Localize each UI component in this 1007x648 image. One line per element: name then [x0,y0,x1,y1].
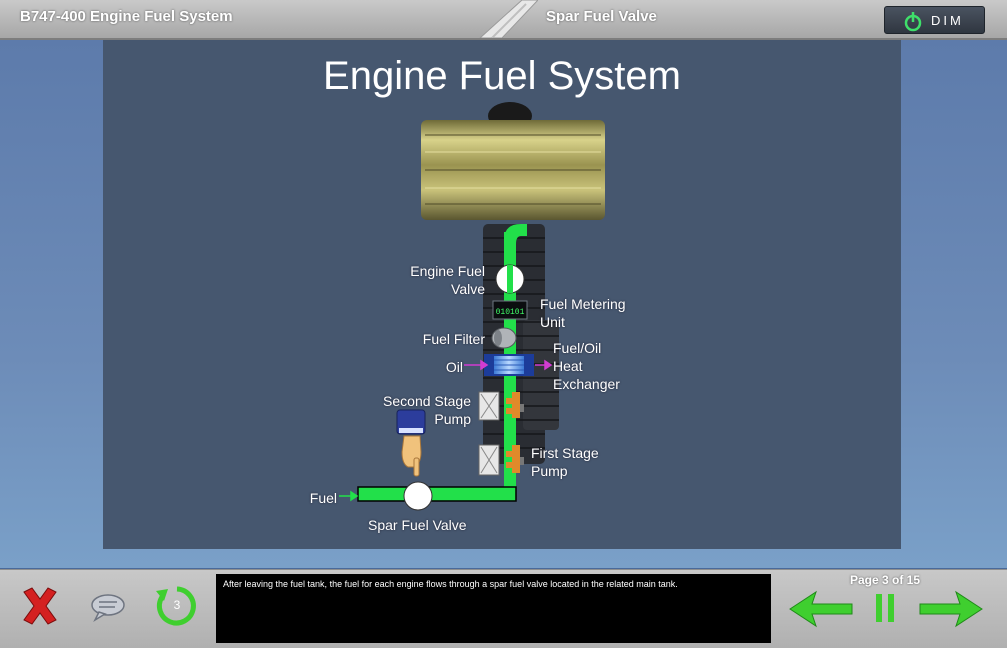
dim-button[interactable]: DIM [884,6,985,34]
engine-fan-case [421,120,605,220]
label-line: Second Stage [383,393,471,409]
dim-label: DIM [931,13,964,28]
plane-tail-icon [479,0,538,38]
page-name: Spar Fuel Valve [546,8,657,25]
label-first-stage-pump: First Stage Pump [531,444,631,480]
close-icon[interactable] [20,586,60,626]
label-line: Fuel Metering [540,296,626,312]
pause-icon[interactable] [874,592,896,624]
label-line: Valve [451,281,485,297]
narration-caption: After leaving the fuel tank, the fuel fo… [223,579,678,589]
header-bar: B747-400 Engine Fuel System Spar Fuel Va… [0,0,1007,40]
fuel-metering-unit-icon: 010101 [492,300,528,320]
heat-exchanger-icon [484,354,534,376]
power-icon [904,12,922,32]
forward-arrow-icon[interactable] [918,590,984,628]
fuel-line [358,224,527,501]
engine-fuel-diagram: 010101 [339,102,605,511]
control-bar: 3 After leaving the fuel tank, the fuel … [0,569,1007,648]
label-oil: Oil [445,359,463,375]
fmu-display: 010101 [496,308,525,317]
spar-fuel-valve-icon[interactable] [403,481,433,511]
replay-icon [156,586,196,626]
caption-box: After leaving the fuel tank, the fuel fo… [216,574,771,643]
label-fuel-metering-unit: Fuel Metering Unit [540,295,650,331]
label-line: Unit [540,314,565,330]
label-line: Pump [434,411,471,427]
replay-count: 3 [173,598,181,612]
oil-arrow [464,359,553,371]
replay-button[interactable]: 3 [154,583,200,629]
fuel-line-outline [357,486,517,502]
first-stage-pump-icon [478,444,524,476]
label-spar-fuel-valve: Spar Fuel Valve [368,517,467,533]
label-line: Heat [553,358,583,374]
fuel-filter-icon [491,327,517,349]
label-engine-fuel-valve: Engine Fuel Valve [393,262,485,298]
label-line: Exchanger [553,376,620,392]
slide-stage: Engine Fuel System [103,40,901,549]
label-fuel-filter: Fuel Filter [422,331,485,347]
label-fuel-oil-heat-exchanger: Fuel/Oil Heat Exchanger [553,339,653,393]
slide-title: Engine Fuel System [323,54,681,98]
second-stage-pump-icon [478,391,524,421]
label-line: Fuel/Oil [553,340,602,356]
label-line: Engine Fuel [410,263,485,279]
page-counter: Page 3 of 15 [850,573,921,587]
speech-bubble-icon[interactable] [89,592,127,622]
pointing-hand-icon [396,409,426,477]
label-line: Pump [531,463,568,479]
course-title: B747-400 Engine Fuel System [20,8,233,25]
back-arrow-icon[interactable] [788,590,854,628]
fuel-inlet-arrow [339,490,359,502]
label-line: First Stage [531,445,599,461]
label-second-stage-pump: Second Stage Pump [365,392,471,428]
label-fuel: Fuel [309,490,337,506]
